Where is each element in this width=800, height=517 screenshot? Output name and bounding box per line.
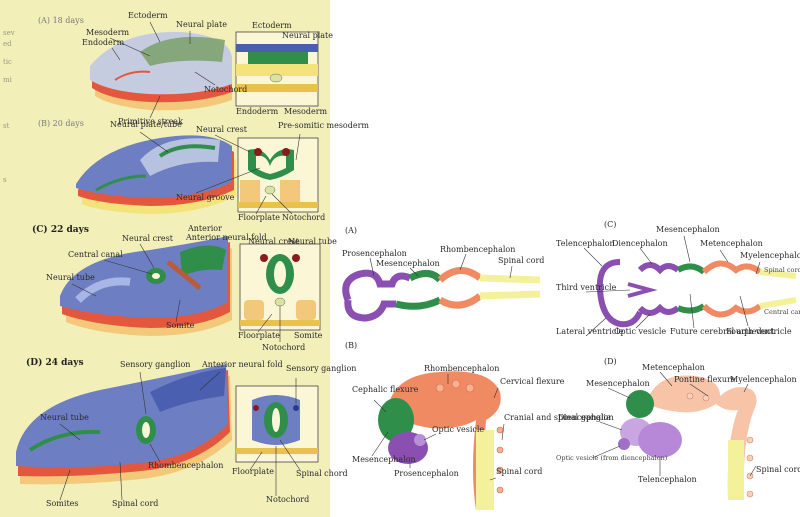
mesencephalon-shape-a xyxy=(410,273,440,280)
label-neural-plate: Neural plate xyxy=(176,20,227,29)
panel-a-title: (A) 18 days xyxy=(38,16,84,25)
rp-b-mesencephalon: Mesencephalon xyxy=(352,455,416,464)
rp-a-spinal-cord: Spinal cord xyxy=(498,256,544,265)
label-neural-plate-tube: Neural plate/tube xyxy=(110,120,182,129)
embryo-panel-a: (A) 18 days Ectoderm Neural plate Mesode… xyxy=(38,11,333,126)
rp-c-metencephalon: Metencephalon xyxy=(700,239,763,248)
rp-c-myelencephalon: Myelencephalon xyxy=(740,251,800,260)
panel-c-title: (C) 22 days xyxy=(32,224,89,235)
label-detail-neural-tube: Neural tube xyxy=(288,237,337,246)
rp-d-myelencephalon: Myelencephalon xyxy=(730,375,797,384)
label-neural-tube-c: Neural tube xyxy=(46,273,95,282)
label-detail-sensory-ganglion: Sensory ganglion xyxy=(286,364,356,373)
rp-b-cephalic-flexure: Cephalic flexure xyxy=(352,385,419,394)
rp-c-diencephalon: Diencephalon xyxy=(612,239,668,248)
label-detail-somite: Somite xyxy=(294,331,323,340)
edge-text-2: ed xyxy=(3,40,12,48)
spinal-cord-shape-a xyxy=(480,278,540,280)
label-floorplate-b: Floorplate xyxy=(238,213,280,222)
edge-text-5: st xyxy=(3,122,10,130)
brain-panel-a: (A) Prosencephalon Mesencephalon Rhomben… xyxy=(342,226,544,318)
rp-d-mesencephalon: Mesencephalon xyxy=(586,379,650,388)
metencephalon-shape-c xyxy=(704,263,760,272)
brain-panel-d: (D) Metencephalon Pontine flexure Mesenc… xyxy=(556,357,800,500)
rp-d-diencephalon: Diencephalon xyxy=(558,413,614,422)
embryo-panel-d: (D) 24 days Sensory ganglion Anterior ne… xyxy=(16,357,356,508)
brain-panel-c: (C) Telencephalon Diencephalon Mesenceph… xyxy=(556,220,800,336)
edge-text-6: s xyxy=(3,176,7,184)
label-somite-c: Somite xyxy=(166,321,195,330)
label-ectoderm: Ectoderm xyxy=(128,11,168,20)
rp-panel-a-title: (A) xyxy=(345,226,357,235)
brain-panel-b: (B) Rhombencephalon Cephalic flexure Cer… xyxy=(345,341,611,510)
rp-c-third-ventricle: Third ventricle xyxy=(556,283,617,292)
label-neural-crest-c: Neural crest xyxy=(122,234,174,243)
diencephalon-shape-c xyxy=(640,265,678,270)
rp-c-fourth-ventricle: Fourth ventricle xyxy=(726,327,792,336)
rp-d-telencephalon: Telencephalon xyxy=(638,475,697,484)
rp-b-cervical-flexure: Cervical flexure xyxy=(500,377,565,386)
rp-b-optic-vesicle: Optic vesicle xyxy=(432,425,484,434)
rp-c-central-canal: Central canal xyxy=(764,308,800,316)
rhombencephalon-shape-a xyxy=(440,270,480,280)
edge-text-1: sev xyxy=(3,29,15,37)
label-notochord-c: Notochord xyxy=(262,343,305,352)
rp-c-mesencephalon: Mesencephalon xyxy=(656,225,720,234)
rp-c-optic-vesicle: Optic vesicle xyxy=(614,327,666,336)
label-endoderm: Endoderm xyxy=(82,38,125,47)
label-detail-neural-plate: Neural plate xyxy=(282,31,333,40)
label-floorplate-c: Floorplate xyxy=(238,331,280,340)
label-detail-mesoderm: Mesoderm xyxy=(284,107,328,116)
label-neural-tube-d: Neural tube xyxy=(40,413,89,422)
rp-c-spinal-cord: Spinal cord xyxy=(764,266,800,274)
rp-a-prosencephalon: Prosencephalon xyxy=(342,249,407,258)
telencephalon-shape-d xyxy=(638,422,682,458)
label-neural-crest-b: Neural crest xyxy=(196,125,248,134)
rp-b-rhombencephalon: Rhombencephalon xyxy=(424,364,499,373)
mesencephalon-shape-c xyxy=(678,266,704,272)
spinal-cord-shape-d xyxy=(728,440,744,500)
rp-d-pontine-flexure: Pontine flexure xyxy=(674,375,736,384)
rp-a-rhombencephalon: Rhombencephalon xyxy=(440,245,515,254)
label-presomitic-mesoderm: Pre-somitic mesoderm xyxy=(278,121,369,130)
rp-d-optic-vesicle: Optic vesicle (from diencephalon) xyxy=(556,454,668,462)
rp-a-mesencephalon: Mesencephalon xyxy=(376,259,440,268)
label-anterior-neural-fold-c1: Anterior xyxy=(187,224,222,233)
label-sensory-ganglion: Sensory ganglion xyxy=(120,360,190,369)
rp-d-metencephalon: Metencephalon xyxy=(642,363,705,372)
label-notochord: Notochord xyxy=(204,85,247,94)
embryo-panel-b: (B) 20 days Neural plate/tube Neural cre… xyxy=(38,119,369,222)
label-notochord-d: Notochord xyxy=(266,495,309,504)
label-detail-endoderm: Endoderm xyxy=(236,107,279,116)
label-neural-groove: Neural groove xyxy=(176,193,235,202)
rp-panel-b-title: (B) xyxy=(345,341,357,350)
rp-b-prosencephalon: Prosencephalon xyxy=(394,469,459,478)
label-central-canal: Central canal xyxy=(68,250,123,259)
label-anterior-neural-fold-d: Anterior neural fold xyxy=(201,360,283,369)
rp-c-telencephalon: Telencephalon xyxy=(556,239,615,248)
label-detail-ectoderm: Ectoderm xyxy=(252,21,292,30)
spinal-cord-shape-b xyxy=(476,430,494,510)
label-mesoderm: Mesoderm xyxy=(86,28,130,37)
rp-panel-c-title: (C) xyxy=(604,220,616,229)
label-somites: Somites xyxy=(46,499,79,508)
mesencephalon-shape-d xyxy=(626,390,654,418)
rp-d-spinal-cord: Spinal cord xyxy=(756,465,800,474)
embryo-panel-c: (C) 22 days Anterior Anterior neural fol… xyxy=(32,224,337,352)
label-rhombencephalon-d: Rhombencephalon xyxy=(148,461,223,470)
left-edge-text: sev ed tic mi st s xyxy=(3,29,15,184)
rp-panel-d-title: (D) xyxy=(604,357,617,366)
label-notochord-b: Notochord xyxy=(282,213,325,222)
label-spinal-cord-d: Spinal cord xyxy=(112,499,158,508)
label-spinal-chord: Spinal chord xyxy=(296,469,348,478)
label-floorplate-d: Floorplate xyxy=(232,467,274,476)
panel-d-title: (D) 24 days xyxy=(26,357,84,368)
edge-text-3: tic xyxy=(3,58,12,66)
panel-b-title: (B) 20 days xyxy=(38,119,84,128)
prosencephalon-shape-a xyxy=(346,273,410,300)
rp-b-spinal-cord: Spinal cord xyxy=(496,467,542,476)
edge-text-4: mi xyxy=(3,76,13,84)
